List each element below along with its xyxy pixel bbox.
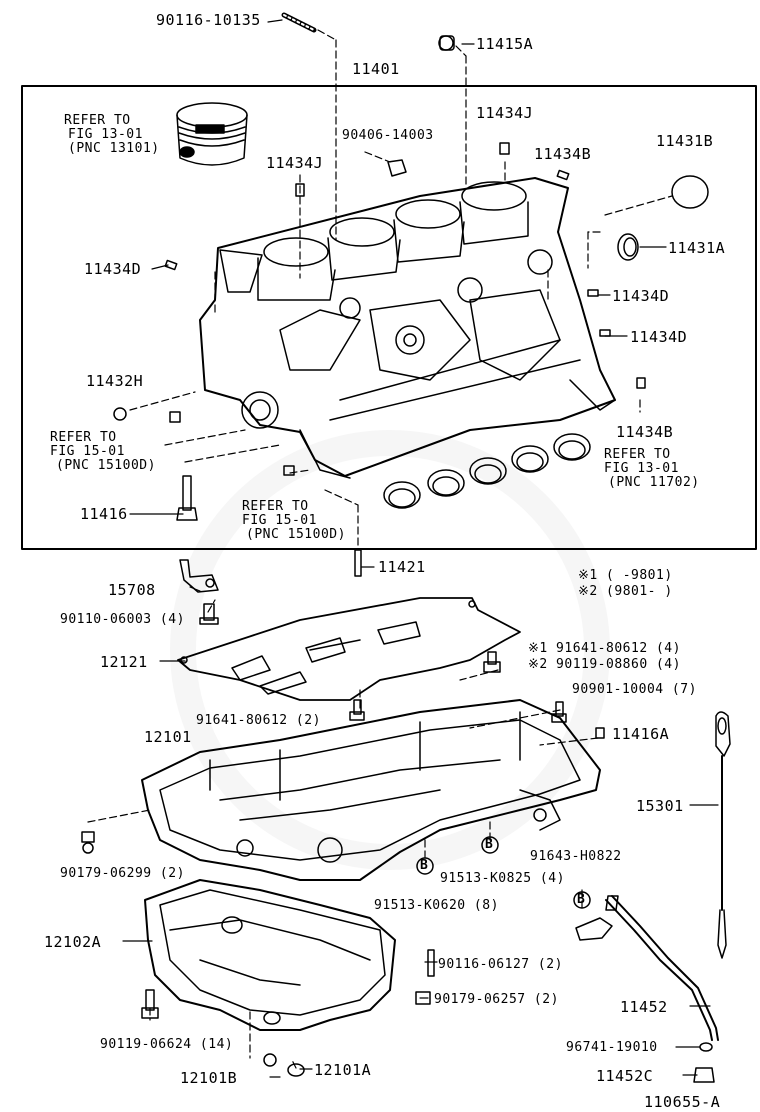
- refer-piston-line3: (PNC 13101): [68, 141, 160, 156]
- dipstick-15301: [715, 711, 731, 959]
- label-91643-h0822: 91643-H0822: [530, 849, 622, 864]
- callout-b-2: B: [485, 837, 494, 852]
- refer-center-line1: REFER TO: [242, 499, 309, 514]
- refer-center-line3: (PNC 15100D): [246, 527, 346, 542]
- small-parts: [113, 142, 709, 476]
- stud-11421: [354, 549, 362, 577]
- refer-bearing-line2: FIG 13-01: [604, 461, 679, 476]
- label-11452c: 11452C: [596, 1067, 654, 1085]
- plug-11415a: [438, 35, 455, 51]
- callout-circles: [416, 836, 591, 909]
- label-96741-19010: 96741-19010: [566, 1040, 658, 1055]
- refer-left-line3: (PNC 15100D): [56, 458, 156, 473]
- callout-b-3: B: [577, 892, 586, 907]
- label-11416: 11416: [80, 505, 128, 523]
- refer-piston-line1: REFER TO: [64, 113, 131, 128]
- refer-left-line2: FIG 15-01: [50, 444, 125, 459]
- oil-baffle-12121: [177, 597, 521, 701]
- label-12101b: 12101B: [180, 1069, 238, 1087]
- label-90119-06624: 90119-06624 (14): [100, 1037, 234, 1052]
- leader-lines: [87, 29, 673, 1069]
- oil-pan-12101: [141, 699, 601, 881]
- label-11416a: 11416A: [612, 725, 670, 743]
- baffle-bolts: [349, 651, 605, 739]
- label-11434j-left: 11434J: [266, 154, 324, 172]
- cylinder-block: [199, 177, 616, 479]
- label-90179-06257: 90179-06257 (2): [434, 992, 559, 1007]
- refer-piston-line2: FIG 13-01: [68, 127, 143, 142]
- refer-left-line1: REFER TO: [50, 430, 117, 445]
- label-91513-k0825: 91513-K0825 (4): [440, 871, 565, 886]
- oil-pan-12102a: [144, 879, 396, 1031]
- bolt-11416: [176, 475, 198, 521]
- label-91513-k0620: 91513-K0620 (8): [374, 898, 499, 913]
- refer-center-line2: FIG 15-01: [242, 513, 317, 528]
- label-11401: 11401: [352, 60, 400, 78]
- label-11431a: 11431A: [668, 239, 726, 257]
- label-11434b-right: 11434B: [616, 423, 674, 441]
- label-91641-80612-4: ※1 91641-80612 (4): [528, 641, 681, 656]
- label-11431b: 11431B: [656, 132, 714, 150]
- label-11452: 11452: [620, 998, 668, 1016]
- label-11434d-right1: 11434D: [612, 287, 670, 305]
- label-11434j-right: 11434J: [476, 104, 534, 122]
- label-90110-06003: 90110-06003 (4): [60, 612, 185, 627]
- label-11434d-right2: 11434D: [630, 328, 688, 346]
- label-90406-14003: 90406-14003: [342, 128, 434, 143]
- label-91641-80612-2: 91641-80612 (2): [196, 713, 321, 728]
- label-90119-08860: ※2 90119-08860 (4): [528, 657, 681, 672]
- label-11415a: 11415A: [476, 35, 534, 53]
- label-12101: 12101: [144, 728, 192, 746]
- label-12102a: 12102A: [44, 933, 102, 951]
- label-11421: 11421: [378, 558, 426, 576]
- note-1: ※1 ( -9801): [578, 568, 673, 583]
- label-90116-10135: 90116-10135: [156, 11, 261, 29]
- label-11434d-left: 11434D: [84, 260, 142, 278]
- label-15301: 15301: [636, 797, 684, 815]
- engine-block-frame: [21, 85, 757, 550]
- label-12121: 12121: [100, 653, 148, 671]
- label-12101a: 12101A: [314, 1061, 372, 1079]
- label-11432h: 11432H: [86, 372, 144, 390]
- crankshaft-bearings: [383, 433, 591, 509]
- label-11434b-top: 11434B: [534, 145, 592, 163]
- refer-bearing-line3: (PNC 11702): [608, 475, 700, 490]
- label-15708: 15708: [108, 581, 156, 599]
- stud-bolt-top: [281, 12, 317, 33]
- piston-illustration: [176, 102, 248, 166]
- dipstick-guide-11452: [575, 895, 719, 1083]
- refer-bearing-line1: REFER TO: [604, 447, 671, 462]
- note-2: ※2 (9801- ): [578, 584, 673, 599]
- label-90179-06299: 90179-06299 (2): [60, 866, 185, 881]
- pan-fasteners: [81, 831, 435, 1077]
- callout-b-1: B: [420, 858, 429, 873]
- figure-id: 110655-A: [644, 1093, 721, 1111]
- bracket-15708: [179, 559, 219, 625]
- label-90901-10004: 90901-10004 (7): [572, 682, 697, 697]
- label-90116-06127: 90116-06127 (2): [438, 957, 563, 972]
